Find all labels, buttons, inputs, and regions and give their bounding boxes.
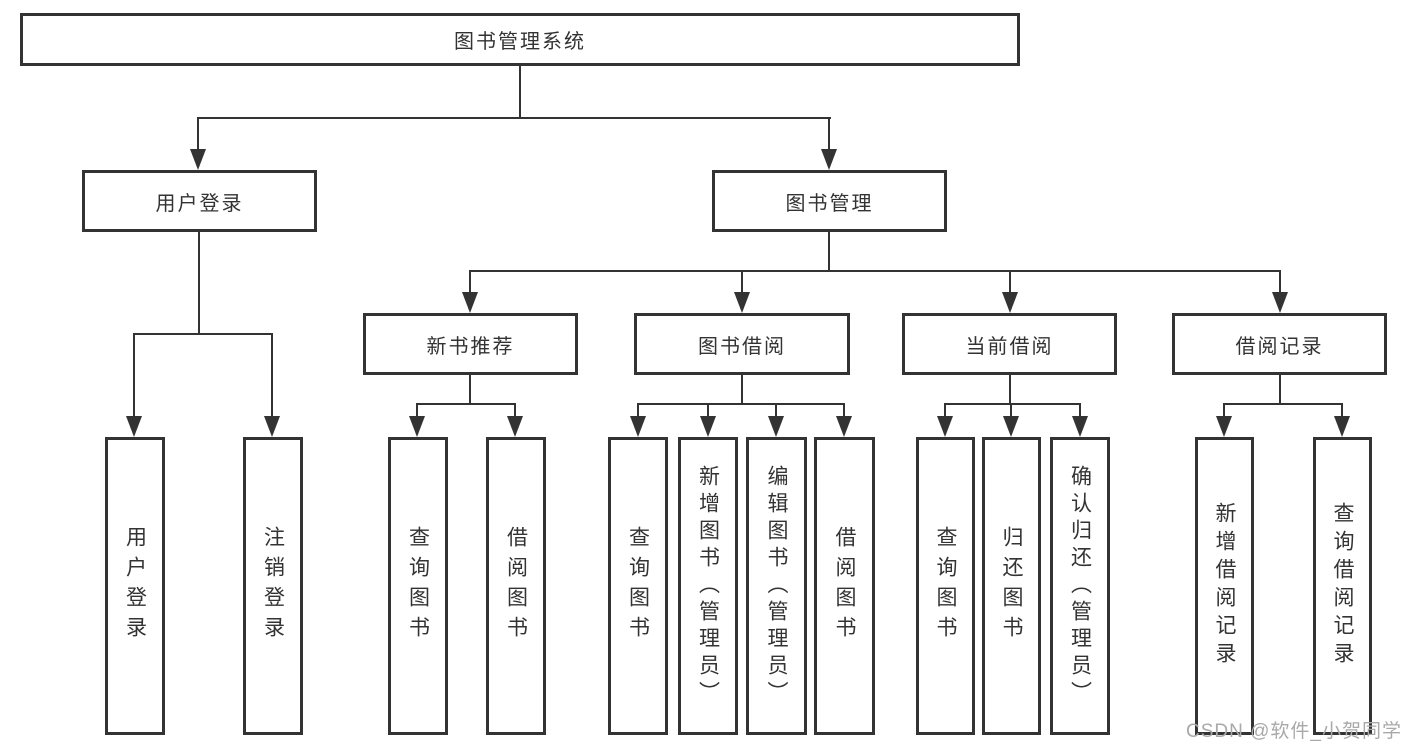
- node-new-book-recommend: 新书推荐: [363, 313, 578, 375]
- leaf-logout: 注销登录: [243, 437, 303, 735]
- arrow-down-icon: [1216, 416, 1232, 437]
- leaf-borrow-books-recommend: 借阅图书: [486, 437, 546, 735]
- connector-vline: [197, 117, 199, 153]
- connector-hline: [197, 117, 831, 119]
- connector-vline: [741, 270, 743, 297]
- connector-vline: [707, 403, 709, 421]
- leaf-user-login: 用户登录: [105, 437, 165, 735]
- connector-vline: [828, 117, 830, 153]
- arrow-down-icon: [126, 416, 142, 437]
- arrow-down-icon: [630, 416, 646, 437]
- leaf-add-borrow-record: 新增借阅记录: [1195, 437, 1254, 735]
- leaf-return-books: 归还图书: [982, 437, 1041, 735]
- leaf-user-login-label: 用户登录: [123, 526, 147, 646]
- arrow-down-icon: [1003, 416, 1019, 437]
- arrow-down-icon: [700, 416, 716, 437]
- connector-vline: [828, 232, 830, 272]
- node-current-borrow: 当前借阅: [902, 313, 1117, 375]
- node-root-label: 图书管理系统: [454, 31, 586, 53]
- leaf-edit-books-admin-label: 编辑图书（管理员）: [765, 464, 788, 708]
- leaf-edit-books-admin: 编辑图书（管理员）: [746, 437, 807, 735]
- node-user-login-label: 用户登录: [155, 192, 244, 215]
- node-book-management: 图书管理: [712, 170, 947, 232]
- leaf-confirm-return-admin: 确认归还（管理员）: [1050, 437, 1110, 735]
- connector-vline: [1341, 403, 1343, 421]
- leaf-add-books-admin: 新增图书（管理员）: [678, 437, 738, 735]
- node-borrow-records-label: 借阅记录: [1235, 335, 1324, 358]
- connector-vline: [133, 333, 135, 419]
- connector-hline: [416, 403, 516, 405]
- connector-vline: [1010, 403, 1012, 421]
- connector-vline: [271, 333, 273, 419]
- arrow-down-icon: [190, 149, 206, 170]
- arrow-down-icon: [1002, 292, 1018, 313]
- connector-vline: [775, 403, 777, 421]
- arrow-down-icon: [1334, 416, 1350, 437]
- connector-vline: [519, 66, 521, 118]
- connector-vline: [1009, 270, 1011, 297]
- connector-vline: [1223, 403, 1225, 421]
- arrow-down-icon: [409, 416, 425, 437]
- arrow-down-icon: [768, 416, 784, 437]
- leaf-confirm-return-admin-label: 确认归还（管理员）: [1068, 464, 1092, 708]
- connector-hline: [637, 403, 845, 405]
- arrow-down-icon: [734, 292, 750, 313]
- leaf-query-borrow-record: 查询借阅记录: [1313, 437, 1372, 735]
- leaf-query-borrow-record-label: 查询借阅记录: [1331, 502, 1354, 670]
- connector-vline: [1279, 375, 1281, 405]
- arrow-down-icon: [264, 416, 280, 437]
- connector-vline: [1009, 375, 1011, 405]
- connector-vline: [1279, 270, 1281, 297]
- leaf-query-books-borrow-label: 查询图书: [626, 526, 650, 646]
- connector-hline: [133, 333, 273, 335]
- node-current-borrow-label: 当前借阅: [965, 335, 1054, 358]
- leaf-borrow-books: 借阅图书: [814, 437, 875, 735]
- node-new-book-recommend-label: 新书推荐: [426, 335, 515, 358]
- leaf-borrow-books-label: 借阅图书: [833, 526, 856, 646]
- connector-vline: [741, 375, 743, 405]
- connector-vline: [198, 232, 200, 335]
- arrow-down-icon: [507, 416, 523, 437]
- connector-hline: [944, 403, 1081, 405]
- leaf-query-books-current: 查询图书: [916, 437, 975, 735]
- connector-vline: [469, 375, 471, 405]
- arrow-down-icon: [1272, 292, 1288, 313]
- leaf-logout-label: 注销登录: [261, 526, 285, 646]
- connector-hline: [1223, 403, 1343, 405]
- leaf-query-books-recommend: 查询图书: [388, 437, 448, 735]
- csdn-watermark: CSDN @软件_小贺同学: [1186, 721, 1402, 742]
- node-book-management-label: 图书管理: [785, 192, 874, 215]
- leaf-query-books-recommend-label: 查询图书: [406, 526, 430, 646]
- arrow-down-icon: [937, 416, 953, 437]
- connector-vline: [416, 403, 418, 421]
- node-user-login: 用户登录: [82, 170, 317, 232]
- arrow-down-icon: [821, 149, 837, 170]
- connector-vline: [469, 270, 471, 297]
- leaf-add-books-admin-label: 新增图书（管理员）: [696, 464, 720, 708]
- connector-hline: [469, 270, 1281, 272]
- leaf-query-books-borrow: 查询图书: [608, 437, 668, 735]
- node-root: 图书管理系统: [20, 13, 1020, 66]
- leaf-borrow-books-recommend-label: 借阅图书: [504, 526, 528, 646]
- leaf-return-books-label: 归还图书: [1000, 526, 1023, 646]
- node-book-borrow-label: 图书借阅: [698, 335, 786, 358]
- connector-vline: [843, 403, 845, 421]
- node-book-borrow: 图书借阅: [634, 313, 850, 375]
- leaf-add-borrow-record-label: 新增借阅记录: [1213, 502, 1236, 670]
- node-borrow-records: 借阅记录: [1172, 313, 1387, 375]
- connector-vline: [944, 403, 946, 421]
- connector-vline: [514, 403, 516, 421]
- arrow-down-icon: [1072, 416, 1088, 437]
- arrow-down-icon: [462, 292, 478, 313]
- connector-vline: [637, 403, 639, 421]
- arrow-down-icon: [836, 416, 852, 437]
- leaf-query-books-current-label: 查询图书: [934, 526, 957, 646]
- connector-vline: [1079, 403, 1081, 421]
